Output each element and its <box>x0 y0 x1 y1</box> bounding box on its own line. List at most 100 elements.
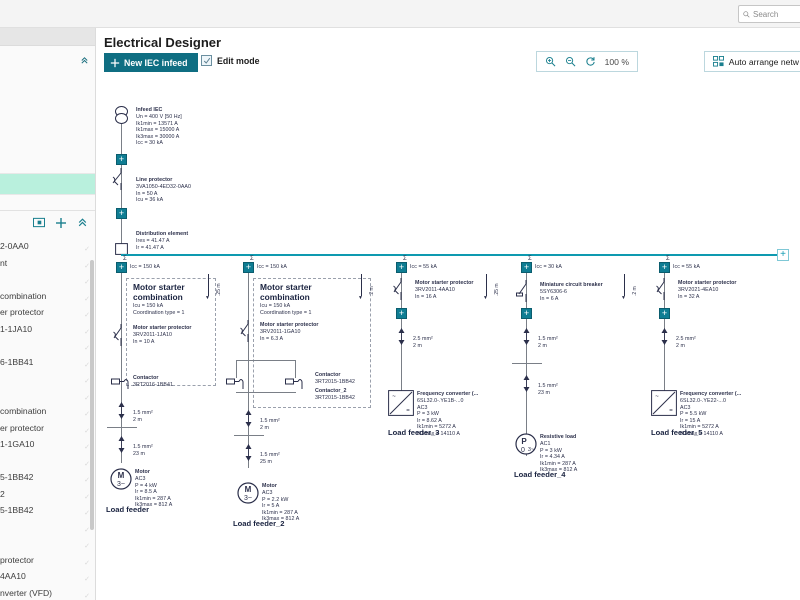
new-iec-infeed-button[interactable]: New IEC infeed <box>104 53 198 72</box>
tree-item[interactable]: 5-1BB42✓ <box>0 469 95 486</box>
load-feeder-5-frequency-converter-symbol[interactable]: ~= <box>651 390 677 416</box>
tree-item[interactable]: ✓ <box>0 535 95 552</box>
load-feeder-5-protector-symbol[interactable] <box>654 278 674 300</box>
load-feeder-5-sigma: Σ <box>666 256 670 262</box>
load-feeder-5-wire-main <box>664 273 666 403</box>
auto-arrange-button[interactable]: Auto arrange netw <box>703 51 800 72</box>
tree-item[interactable]: ✓ <box>0 453 95 470</box>
distribution-line-0: Ires = 41.47 A <box>136 238 170 244</box>
tree-item[interactable]: combination✓ <box>0 403 95 420</box>
zoom-out-icon[interactable] <box>565 56 576 67</box>
load-feeder-1-group-title-2: combination <box>133 292 183 302</box>
tree-item[interactable]: ✓ <box>0 387 95 404</box>
tree-item-check-icon: ✓ <box>84 592 90 600</box>
tree-item[interactable]: protector✓ <box>0 552 95 569</box>
load-feeder-2-sigma: Σ <box>250 256 254 262</box>
tree-item[interactable]: 4AA10✓ <box>0 568 95 585</box>
tree-item[interactable]: er protector✓ <box>0 304 95 321</box>
edit-mode-checkbox[interactable] <box>201 55 212 66</box>
tree-item-check-icon: ✓ <box>84 279 90 286</box>
load-feeder-5-protector-title: Motor starter protector <box>678 280 737 286</box>
svg-text:=: = <box>669 408 673 414</box>
plus-icon <box>110 58 120 68</box>
edit-mode-toggle[interactable]: Edit mode <box>201 55 260 66</box>
load-feeder-3-protector-symbol[interactable] <box>391 278 411 300</box>
load-feeder-1-cable-junction <box>107 427 137 428</box>
tree-item[interactable]: ✓ <box>0 370 95 387</box>
tree-item-check-icon: ✓ <box>84 262 90 270</box>
load-feeder-1-contactor-symbol[interactable] <box>111 375 131 389</box>
tree-item[interactable]: 2✓ <box>0 486 95 503</box>
tree-item[interactable]: ✓ <box>0 271 95 288</box>
load-feeder-2-load-line-0: AC3 <box>262 490 273 496</box>
new-folder-icon[interactable] <box>33 217 45 228</box>
load-feeder-2-load-line-4: Ik3max = 812 A <box>262 516 300 523</box>
load-feeder-3-protector-line-1: In = 16 A <box>415 293 437 300</box>
load-feeder-2-protector-symbol[interactable] <box>238 320 258 342</box>
add-node-line-protector[interactable]: + <box>116 208 127 219</box>
network-canvas[interactable]: Infeed IEC Un = 400 V [50 Hz] Ik1min = 1… <box>96 72 800 600</box>
tree-item[interactable]: 6-1BB41✓ <box>0 354 95 371</box>
load-feeder-1-load-line-1: P = 4 kW <box>135 482 157 489</box>
load-feeder-1-cable2-symbol <box>117 436 126 453</box>
tree-item[interactable]: er protector✓ <box>0 420 95 437</box>
load-feeder-3-frequency-converter-symbol[interactable]: ~= <box>388 390 414 416</box>
load-feeder-2-cable1-symbol <box>244 410 253 427</box>
zoom-in-icon[interactable] <box>545 56 556 67</box>
load-feeder-1-tap-node[interactable]: + <box>116 262 127 273</box>
tree-item-check-icon: ✓ <box>84 526 90 534</box>
tree-scrollbar[interactable] <box>90 260 94 530</box>
tree-item[interactable]: combination✓ <box>0 288 95 305</box>
tree-item[interactable]: 1-1GA10✓ <box>0 436 95 453</box>
load-feeder-1-cable1-line-1: 2 m <box>133 416 142 423</box>
load-feeder-5-add-node[interactable]: + <box>659 308 670 319</box>
load-feeder-4-add-node[interactable]: + <box>521 308 532 319</box>
infeed-symbol[interactable] <box>112 105 131 125</box>
load-feeder-2-tap-node[interactable]: + <box>243 262 254 273</box>
tree-item[interactable]: nt✓ <box>0 255 95 272</box>
load-feeder-3-add-node[interactable]: + <box>396 308 407 319</box>
infeed-main-wire <box>121 122 123 250</box>
tree-item[interactable]: ✓ <box>0 519 95 536</box>
load-feeder-1-contactor-title: Contactor <box>133 375 159 381</box>
line-protector-symbol[interactable] <box>110 168 132 190</box>
load-feeder-1-protector-symbol[interactable] <box>111 324 131 346</box>
load-feeder-4-sigma: Σ <box>528 256 532 262</box>
tree-item[interactable]: 1-1JA10✓ <box>0 321 95 338</box>
load-feeder-2-load-line-1: P = 2.2 kW <box>262 496 289 503</box>
tree-item[interactable]: 5-1BB42✓ <box>0 502 95 519</box>
tree-item[interactable]: 2-0AA0✓ <box>0 238 95 255</box>
busbar[interactable] <box>121 254 778 257</box>
load-feeder-4-protector-symbol[interactable] <box>516 280 536 302</box>
tree-item[interactable]: nverter (VFD)✓ <box>0 585 95 600</box>
tree-item-label: protector <box>0 554 34 565</box>
load-feeder-1-contactor-line-0: 3RT2016-1BB41 <box>133 382 174 388</box>
collapse-all-icon[interactable] <box>77 217 88 228</box>
line-protector-line-2: Icu = 36 kA <box>136 197 164 204</box>
load-feeder-2-group-title-2: combination <box>260 292 310 302</box>
load-feeder-3-load-line-1: AC3 <box>417 404 428 411</box>
collapse-panel-icon[interactable] <box>80 56 89 65</box>
tree-item[interactable]: ✓ <box>0 337 95 354</box>
busbar-add-button[interactable]: + <box>777 249 789 261</box>
load-feeder-2-contactor-symbol[interactable] <box>226 375 246 389</box>
load-feeder-3-tap-node[interactable]: + <box>396 262 407 273</box>
load-feeder-1-group-line-1: Coordination type = 1 <box>133 309 185 316</box>
load-feeder-2-contactor2-symbol[interactable] <box>285 375 305 389</box>
load-feeder-2-group-title-1: Motor starter <box>260 282 312 292</box>
load-feeder-5-cable1-line-1: 2 m <box>676 342 685 349</box>
zoom-reset-icon[interactable] <box>585 56 596 67</box>
selected-tree-row[interactable] <box>0 173 95 195</box>
add-icon[interactable] <box>55 217 67 229</box>
component-tree[interactable]: 2-0AA0✓nt✓✓ combination✓er protector✓1-1… <box>0 236 95 600</box>
load-feeder-2-cable2-line-0: 1.5 mm² <box>260 452 280 458</box>
load-feeder-4-tap-node[interactable]: + <box>521 262 532 273</box>
load-feeder-1-icc-label: Icc = 150 kA <box>130 264 160 270</box>
load-feeder-5-tap-node[interactable]: + <box>659 262 670 273</box>
global-search-input[interactable]: Search <box>738 5 800 23</box>
add-node-infeed[interactable]: + <box>116 154 127 165</box>
search-placeholder: Search <box>753 9 779 19</box>
